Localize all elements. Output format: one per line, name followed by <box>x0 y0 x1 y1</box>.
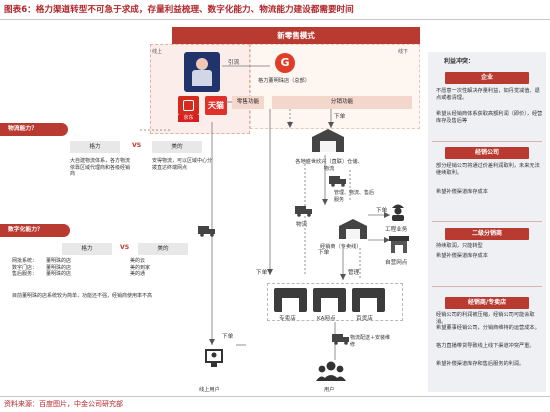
manage-label: 管理 <box>348 270 360 276</box>
gree-box-logistics: 格力 <box>70 141 120 153</box>
order-label-c: 下单 <box>256 270 268 276</box>
page-title: 图表6：格力渠道转型不可急于求成，存量利益梳理、数字化能力、物流能力建设都需要时… <box>4 5 354 15</box>
group-divider <box>432 141 542 142</box>
title-divider <box>0 19 550 20</box>
delivery-label: 物流配送＋安装维修 <box>350 335 391 348</box>
engineer-icon <box>392 204 404 221</box>
department-store-label: 百货店 <box>356 316 373 322</box>
dealer-store-item-1: 经销公司的利润被压缩，经销公司可能会取消。 <box>436 312 535 325</box>
user-label: 用户 <box>324 387 335 393</box>
secondary-dealer-item-2: 希望补偿渠道库存成本 <box>436 253 488 259</box>
gree-digital-labels: 网批系统： 数字门店： 售后服务： <box>12 258 38 278</box>
order-label-b: 下单 <box>222 334 234 340</box>
midea-logistics-text: 安得物流，可以区域中心分拨直达终端网点 <box>152 158 213 171</box>
gree-box-digital: 格力 <box>62 243 112 255</box>
sales-company-item-2: 希望补偿渠道库存成本 <box>436 189 488 195</box>
specialty-store-icon <box>274 288 307 312</box>
livestream-phone-image <box>184 52 220 92</box>
traffic-label: 引流 <box>228 60 240 66</box>
logistics-question-banner: 物流能力？ <box>0 123 68 136</box>
secondary-dealer-item-1: 持续取润，只能转型 <box>436 243 483 249</box>
interest-conflict-heading: 利益冲突： <box>444 58 475 65</box>
ka-store-label: KA网点 <box>317 316 336 322</box>
online-user-icon <box>205 349 223 367</box>
online-zone-label: 线上 <box>152 49 163 55</box>
dealer-store-item-2: 希望董事经销公司，分销商维持的运营成本。 <box>436 325 540 331</box>
midea-box-digital: 美的 <box>138 243 188 255</box>
group-title-enterprise: 企业 <box>445 72 529 84</box>
group-title-dealer-store: 经销商/专卖店 <box>445 297 529 309</box>
shopping-bag-icon <box>178 96 199 115</box>
online-user-label: 线上用户 <box>199 387 220 393</box>
midea-box-logistics: 美的 <box>152 141 202 153</box>
footer-divider <box>0 396 550 397</box>
distributor-warehouse-icon <box>339 219 367 239</box>
order-label-d: 下单 <box>318 250 330 256</box>
group-divider <box>432 221 542 222</box>
midea-digital-values: 美的云 美的到家 美的通 <box>130 258 151 278</box>
own-store-icon <box>389 236 409 253</box>
dealer-store-item-3: 格力直播带货导致线上线下渠道冲突严重。 <box>436 343 535 349</box>
digital-question-banner: 数字化能力？ <box>0 224 70 237</box>
distributor-label: 经销商（专卖线） <box>320 244 362 250</box>
enterprise-item-1: 不愿意一次性解决存量利益，如丹觉减值、退点或者清理。 <box>436 88 540 101</box>
warehouse-icon <box>312 129 344 152</box>
source-note: 资料来源：百度图片，中金公司研究部 <box>4 400 123 408</box>
digital-note: 目前董明珠的店系统较为简单，功能还不强，经销商使用率不高 <box>12 293 153 299</box>
department-store-icon <box>352 288 385 312</box>
group-title-sales-company: 经销公司 <box>445 147 529 159</box>
truck-icon <box>329 176 346 187</box>
sales-company-item-1: 部分经销公司将通过价差利润取利，未来无法继续取利。 <box>436 163 540 176</box>
offline-zone-label: 线下 <box>398 49 409 55</box>
order-label-a: 下单 <box>334 114 346 120</box>
vs-digital: VS <box>120 244 130 251</box>
interest-conflict-panel <box>428 52 546 392</box>
order-label-e: 下单 <box>376 208 388 214</box>
truck-icon <box>295 206 312 217</box>
group-divider <box>432 286 542 287</box>
gree-digital-values: 董明珠的店 董明珠的店 董明珠的店 <box>46 258 72 278</box>
store-name: 格力董明珠店（总部） <box>258 78 310 84</box>
enterprise-item-2: 希望从经销商体系获取高额利润（即价），经营库存及售后等 <box>436 111 543 124</box>
truck-icon <box>332 334 349 345</box>
vs-logistics: VS <box>132 142 142 149</box>
dealer-store-item-4: 希望补偿渠道库存和售后服务的利润。 <box>436 361 525 367</box>
specialty-store-label: 专卖店 <box>279 316 296 322</box>
jd-logo: 京东 <box>178 115 199 122</box>
engineering-label: 工程业务 <box>385 227 408 233</box>
own-store-label: 自营网点 <box>385 260 408 266</box>
mgmt-logistics-label: 管理、物流、售后服务 <box>334 190 375 203</box>
ka-store-icon <box>313 288 346 312</box>
retail-function-bar: 零售功能 <box>232 96 264 109</box>
new-retail-banner: 新零售模式 <box>172 27 420 44</box>
offline-zone <box>250 44 420 129</box>
group-title-secondary-dealer: 二级分销商 <box>445 228 529 240</box>
users-icon <box>316 361 346 381</box>
gree-logistics-text: 大自建物流体系，各方物流依靠区域代理商和各级经销商 <box>70 158 131 178</box>
logistics-label: 物流 <box>296 222 308 228</box>
tmall-logo: 天猫 <box>205 96 227 115</box>
warehouse-label: 各地盛世欣兴（直联）仓储、物流 <box>295 159 363 172</box>
gree-store-logo: G <box>275 53 295 73</box>
distribution-function-bar: 分销功能 <box>272 96 412 109</box>
truck-icon <box>198 226 215 237</box>
